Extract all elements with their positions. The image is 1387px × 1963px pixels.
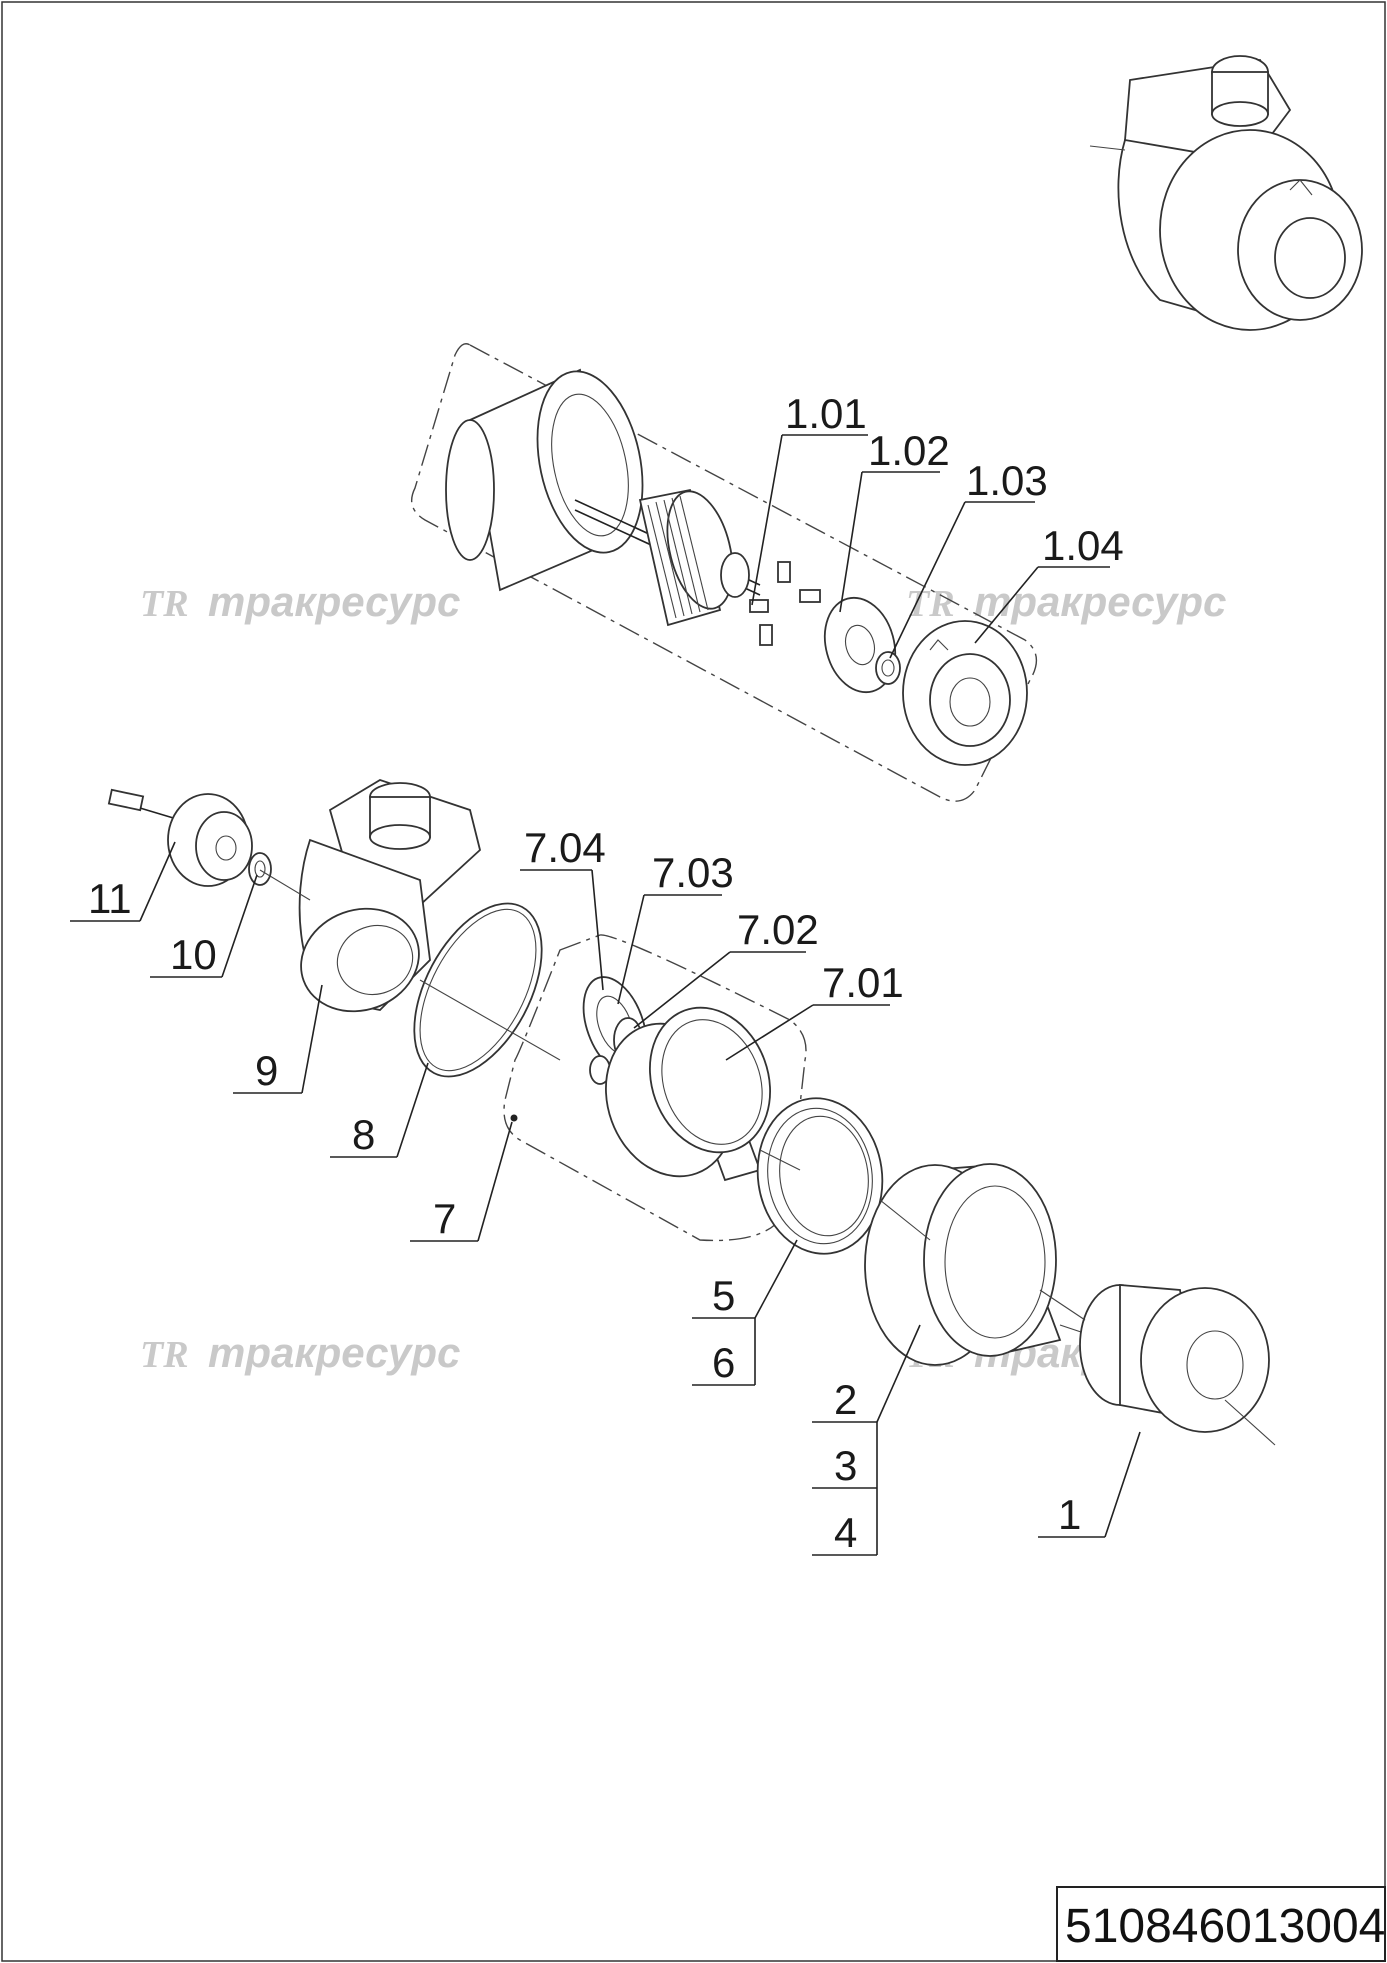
callout-1-04: 1.04 (1042, 522, 1124, 569)
callout-7-02: 7.02 (737, 906, 819, 953)
part-2-4-tire (864, 1163, 1062, 1366)
callout-11: 11 (88, 875, 132, 922)
callout-2: 2 (834, 1376, 857, 1423)
callout-4: 4 (834, 1509, 857, 1556)
watermark-right-top: TR тракресурс (906, 578, 1226, 625)
callout-7-01: 7.01 (822, 959, 904, 1006)
callout-1-03: 1.03 (966, 457, 1048, 504)
part-8-seal-ring (413, 902, 543, 1078)
assembly-axis-lines (259, 869, 1086, 1321)
watermark-logo: TR (140, 583, 189, 625)
watermark-text: тракресурс (208, 578, 460, 625)
document-number-box: 510846013004 (1056, 1886, 1386, 1962)
callout-1-01: 1.01 (785, 390, 867, 437)
callout-3: 3 (834, 1442, 857, 1489)
watermark-left-top: TR тракресурс (140, 578, 460, 625)
part-5-6-bearing-ring (756, 1097, 884, 1255)
callout-9: 9 (255, 1047, 278, 1094)
part-10-bearing (248, 852, 272, 886)
part-11-encoder (107, 788, 253, 887)
watermark-text: тракресурс (974, 578, 1226, 625)
callout-10: 10 (170, 931, 217, 978)
callout-8: 8 (352, 1111, 375, 1158)
part-9-housing (298, 779, 482, 1013)
callout-7-04: 7.04 (524, 824, 606, 871)
part-1-motor (1059, 1284, 1276, 1446)
callout-1: 1 (1058, 1491, 1081, 1538)
assembled-wheel-view (1089, 55, 1363, 331)
part-7-gearbox (503, 934, 807, 1242)
watermark-left-bottom: TR тракресурс (140, 1329, 460, 1376)
callout-leaders (70, 434, 1141, 1556)
watermark-logo: TR (906, 583, 955, 625)
callout-7: 7 (433, 1195, 456, 1242)
callout-5: 5 (712, 1272, 735, 1319)
callout-1-02: 1.02 (868, 427, 950, 474)
watermark-text: тракресурс (208, 1329, 460, 1376)
motor-subassembly (411, 343, 1038, 802)
callout-6: 6 (712, 1339, 735, 1386)
callout-labels: 1.01 1.02 1.03 1.04 11 10 9 8 7 7.04 7.0… (88, 390, 1124, 1556)
watermark-logo: TR (140, 1334, 189, 1376)
callout-7-03: 7.03 (652, 849, 734, 896)
document-number: 510846013004 (1065, 1900, 1385, 1953)
